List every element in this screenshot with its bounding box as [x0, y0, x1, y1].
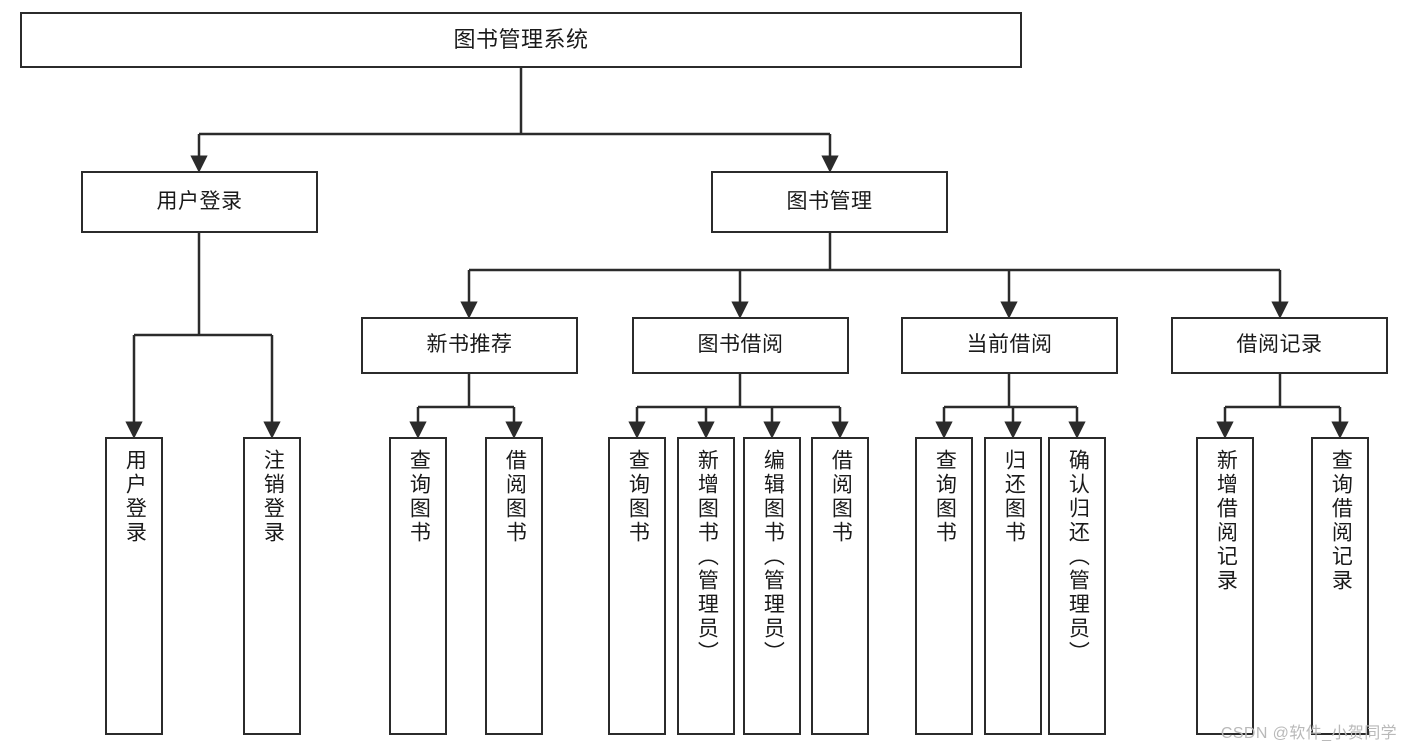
node-label: 新增借阅记录 [1214, 449, 1238, 593]
node-label: 新书推荐 [426, 333, 513, 357]
leaf-add-borrow-record[interactable]: 新增借阅记录 [1196, 437, 1254, 735]
leaf-confirm-return-admin[interactable]: 确认归还（管理员） [1048, 437, 1106, 735]
node-label: 归还图书 [1002, 449, 1026, 545]
csdn-watermark: CSDN @软件_小贺同学 [1220, 725, 1397, 742]
node-book-borrow[interactable]: 图书借阅 [632, 317, 849, 374]
leaf-logout-login[interactable]: 注销登录 [243, 437, 301, 735]
node-label: 图书借阅 [697, 333, 784, 357]
node-label: 图书管理 [786, 189, 873, 213]
node-new-book-recommendation[interactable]: 新书推荐 [361, 317, 578, 374]
node-label: 查询图书 [933, 449, 957, 545]
node-label: 图书管理系统 [453, 27, 589, 53]
node-book-manage[interactable]: 图书管理 [711, 171, 948, 233]
node-current-borrow[interactable]: 当前借阅 [901, 317, 1118, 374]
node-label: 借阅图书 [829, 449, 853, 545]
node-user-login[interactable]: 用户登录 [81, 171, 318, 233]
leaf-edit-book-admin[interactable]: 编辑图书（管理员） [743, 437, 801, 735]
node-label: 编辑图书（管理员） [761, 449, 785, 665]
leaf-query-book-borrow[interactable]: 查询图书 [608, 437, 666, 735]
node-label: 借阅记录 [1236, 333, 1323, 357]
node-label: 用户登录 [156, 189, 243, 213]
leaf-query-book-current[interactable]: 查询图书 [915, 437, 973, 735]
leaf-borrow-book-borrow[interactable]: 借阅图书 [811, 437, 869, 735]
node-label: 新增图书（管理员） [695, 449, 719, 665]
node-label: 查询图书 [407, 449, 431, 545]
node-label: 查询图书 [626, 449, 650, 545]
node-borrow-record[interactable]: 借阅记录 [1171, 317, 1388, 374]
leaf-query-borrow-record[interactable]: 查询借阅记录 [1311, 437, 1369, 735]
leaf-add-book-admin[interactable]: 新增图书（管理员） [677, 437, 735, 735]
leaf-return-book[interactable]: 归还图书 [984, 437, 1042, 735]
leaf-query-book-new-rec[interactable]: 查询图书 [389, 437, 447, 735]
node-label: 注销登录 [261, 449, 285, 545]
node-label: 借阅图书 [503, 449, 527, 545]
leaf-user-login[interactable]: 用户登录 [105, 437, 163, 735]
leaf-borrow-book-new-rec[interactable]: 借阅图书 [485, 437, 543, 735]
node-label: 确认归还（管理员） [1066, 449, 1090, 665]
node-label: 当前借阅 [966, 333, 1053, 357]
node-book-management-system[interactable]: 图书管理系统 [20, 12, 1022, 68]
node-label: 查询借阅记录 [1329, 449, 1353, 593]
node-label: 用户登录 [123, 449, 147, 545]
